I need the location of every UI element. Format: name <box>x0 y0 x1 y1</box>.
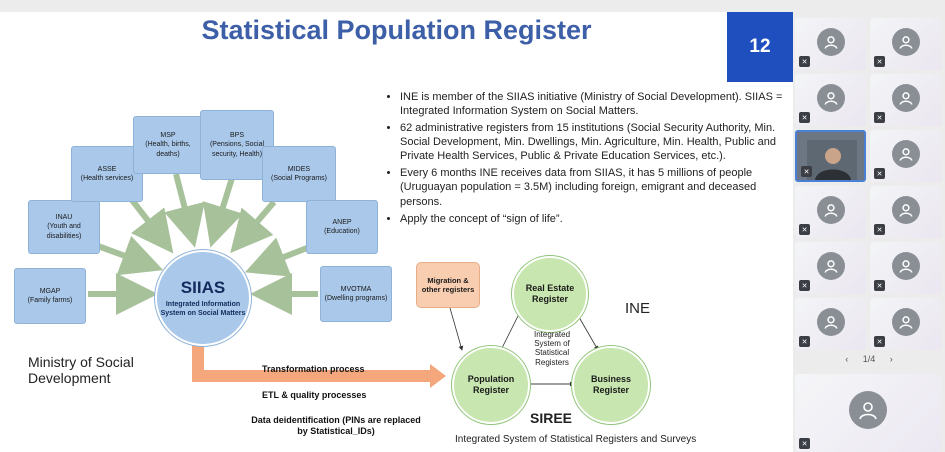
siree-label: SIREE <box>530 410 573 426</box>
source-box-anep: ANEP (Education) <box>306 200 378 254</box>
avatar-icon <box>849 391 887 429</box>
real-estate-register: Real Estate Register <box>512 256 588 332</box>
avatar-icon <box>891 140 920 168</box>
participant-tile[interactable]: ✕ <box>795 18 866 70</box>
pager-text: 1/4 <box>862 354 876 364</box>
participant-pager: ‹ 1/4 › <box>793 354 945 364</box>
participant-tile[interactable]: ✕ <box>795 242 866 294</box>
source-box-inau: INAU (Youth and disabilities) <box>28 200 100 254</box>
box-title: MGAP <box>39 287 61 295</box>
box-title: BPS <box>229 132 244 140</box>
box-desc: (Dwelling programs) <box>324 295 388 302</box>
pager-next-button[interactable]: › <box>889 354 893 364</box>
box-desc: (Health, births, deaths) <box>145 141 191 158</box>
participant-tile[interactable]: ✕ <box>870 74 941 126</box>
center-label: Integrated System of Statistical Registe… <box>533 330 571 367</box>
bullet-item: INE is member of the SIIAS initiative (M… <box>400 90 786 118</box>
avatar-icon <box>816 196 845 224</box>
mic-muted-icon: ✕ <box>799 56 810 67</box>
participant-tile-large[interactable]: ✕ <box>795 374 941 452</box>
box-title: MIDES <box>287 165 311 173</box>
box-desc: (Family farms) <box>27 297 73 304</box>
bullet-item: Every 6 months INE receives data from SI… <box>400 166 786 208</box>
bullet-item: Apply the concept of “sign of life”. <box>400 212 786 226</box>
source-box-mides: MIDES (Social Programs) <box>262 146 336 202</box>
participants-panel: ✕ ✕ ✕ ✕ ✕ ✕ ✕ ✕ ✕ ✕ ✕ ✕ ‹ 1/4 › ✕ <box>793 12 945 452</box>
participant-tile[interactable]: ✕ <box>795 298 866 350</box>
transformation-label: Transformation process <box>262 364 365 374</box>
source-box-bps: BPS (Pensions, Social security, Health) <box>200 110 274 180</box>
participant-tile[interactable]: ✕ <box>870 18 941 70</box>
mic-muted-icon: ✕ <box>874 336 885 347</box>
mic-muted-icon: ✕ <box>874 112 885 123</box>
box-desc: (Youth and disabilities) <box>46 223 82 240</box>
source-box-msp: MSP (Health, births, deaths) <box>133 116 203 174</box>
participant-tile[interactable]: ✕ <box>870 298 941 350</box>
participant-tile[interactable]: ✕ <box>795 74 866 126</box>
mic-muted-icon: ✕ <box>799 280 810 291</box>
ine-label: INE <box>625 300 651 317</box>
avatar-icon <box>891 252 920 280</box>
etl-label: ETL & quality processes <box>262 390 367 400</box>
page-number-badge: 12 <box>727 12 793 82</box>
mic-muted-icon: ✕ <box>874 168 885 179</box>
source-box-mvotma: MVOTMA (Dwelling programs) <box>320 266 392 322</box>
box-title: ANEP <box>332 218 352 226</box>
hub-subtitle: Integrated Information System on Social … <box>160 301 246 317</box>
ministry-label: Ministry of Social Development <box>28 354 134 387</box>
box-title: MSP <box>160 132 176 140</box>
source-box-mgap: MGAP (Family farms) <box>14 268 86 324</box>
participant-tile-video[interactable]: ✕ <box>795 130 866 182</box>
mic-muted-icon: ✕ <box>799 336 810 347</box>
mic-muted-icon: ✕ <box>799 112 810 123</box>
box-title: INAU <box>55 214 73 222</box>
siias-hub: SIIAS Integrated Information System on S… <box>155 250 251 346</box>
slide-title: Statistical Population Register <box>201 15 592 45</box>
source-box-asse: ASSE (Health services) <box>71 146 143 202</box>
box-desc: (Health services) <box>80 175 134 182</box>
population-register: Population Register <box>452 346 530 424</box>
business-register: Business Register <box>572 346 650 424</box>
avatar-icon <box>891 28 920 56</box>
siree-subtitle: Integrated System of Statistical Registe… <box>455 434 697 445</box>
avatar-icon <box>891 196 920 224</box>
box-desc: (Social Programs) <box>270 175 327 182</box>
avatar-icon <box>816 308 845 336</box>
avatar-icon <box>891 308 920 336</box>
avatar-icon <box>816 252 845 280</box>
avatar-icon <box>816 28 845 56</box>
avatar-icon <box>891 84 920 112</box>
deidentification-label: Data deidentification (PINs are replaced… <box>251 415 421 436</box>
box-title: MVOTMA <box>340 285 372 293</box>
avatar-icon <box>816 84 845 112</box>
participant-tile[interactable]: ✕ <box>870 130 941 182</box>
hub-title: SIIAS <box>180 278 226 298</box>
box-desc: (Pensions, Social security, Health) <box>209 141 265 158</box>
migration-box: Migration & other registers <box>416 262 480 308</box>
participant-tile[interactable]: ✕ <box>795 186 866 238</box>
mic-muted-icon: ✕ <box>874 56 885 67</box>
top-bar <box>0 0 945 12</box>
bullet-item: 62 administrative registers from 15 inst… <box>400 121 786 163</box>
shared-slide: Statistical Population Register 12 <box>0 12 793 452</box>
bullet-list: INE is member of the SIIAS initiative (M… <box>386 90 786 229</box>
box-desc: (Education) <box>324 228 360 235</box>
mic-muted-icon: ✕ <box>801 166 812 177</box>
participant-tile[interactable]: ✕ <box>870 186 941 238</box>
diagram-arrows <box>88 173 599 388</box>
mic-muted-icon: ✕ <box>874 224 885 235</box>
video-feed <box>807 140 857 180</box>
pager-prev-button[interactable]: ‹ <box>845 354 849 364</box>
mic-muted-icon: ✕ <box>799 224 810 235</box>
mic-muted-icon: ✕ <box>799 438 810 449</box>
box-title: ASSE <box>97 165 117 173</box>
participant-tile[interactable]: ✕ <box>870 242 941 294</box>
mic-muted-icon: ✕ <box>874 280 885 291</box>
